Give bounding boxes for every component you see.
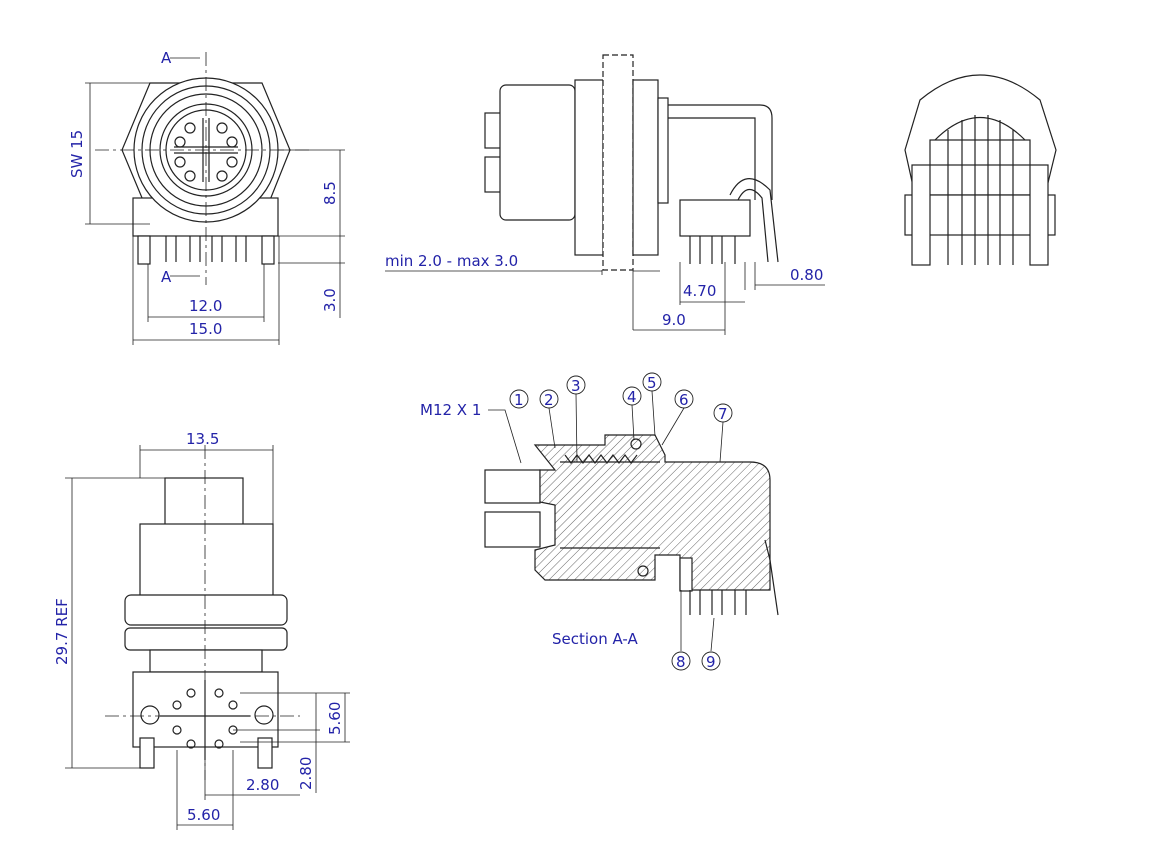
callout-1: 1	[509, 389, 529, 409]
svg-text:7: 7	[718, 405, 728, 423]
bottom-width-label: 13.5	[186, 430, 219, 448]
pin-offset-label: 4.70	[683, 282, 716, 300]
callout-3: 3	[566, 375, 586, 395]
width-inner-label: 12.0	[189, 297, 222, 315]
callout-5: 5	[642, 372, 662, 392]
panel-thickness-label: min 2.0 - max 3.0	[385, 252, 518, 270]
section-caption: Section A-A	[552, 630, 639, 648]
depth-label: 9.0	[662, 311, 686, 329]
bottom-view: 13.5 29.7 REF 5.60 2.80 2.80 5.60	[53, 430, 350, 830]
callout-8: 8	[671, 651, 691, 671]
section-marker-top: A	[161, 49, 172, 67]
front-view: A A SW 15 8.5 3.0 12.0 15.0	[68, 49, 345, 345]
pitch-h-label: 5.60	[187, 806, 220, 824]
length-label: 29.7 REF	[53, 598, 71, 665]
rear-view	[904, 74, 1057, 266]
pin-thickness-label: 0.80	[790, 266, 823, 284]
width-outer-label: 15.0	[189, 320, 222, 338]
thread-label: M12 X 1	[420, 401, 481, 419]
height-dim-label: 8.5	[321, 181, 339, 205]
pcb-pins	[137, 235, 275, 265]
callout-7: 7	[713, 403, 733, 423]
side-view: min 2.0 - max 3.0 0.80 4.70 9.0	[385, 54, 825, 335]
svg-text:2: 2	[544, 391, 554, 409]
wrench-size-label: SW 15	[68, 130, 86, 178]
svg-text:1: 1	[514, 391, 524, 409]
offset-v-label: 2.80	[297, 757, 315, 790]
callout-6: 6	[674, 389, 694, 409]
svg-text:9: 9	[706, 653, 716, 671]
svg-text:5: 5	[647, 374, 657, 392]
callout-9: 9	[701, 651, 721, 671]
svg-text:4: 4	[627, 388, 637, 406]
pin-dim-label: 3.0	[321, 288, 339, 312]
pitch-v-label: 5.60	[326, 702, 344, 735]
callout-2: 2	[539, 389, 559, 409]
svg-text:6: 6	[679, 391, 689, 409]
svg-text:8: 8	[676, 653, 686, 671]
svg-text:3: 3	[571, 377, 581, 395]
section-view: M12 X 1 Section A-A 1 2 3 4 5 6 7 8 9	[420, 372, 779, 671]
offset-h-label: 2.80	[246, 776, 279, 794]
callout-4: 4	[622, 386, 642, 406]
section-marker-bottom: A	[161, 268, 172, 286]
